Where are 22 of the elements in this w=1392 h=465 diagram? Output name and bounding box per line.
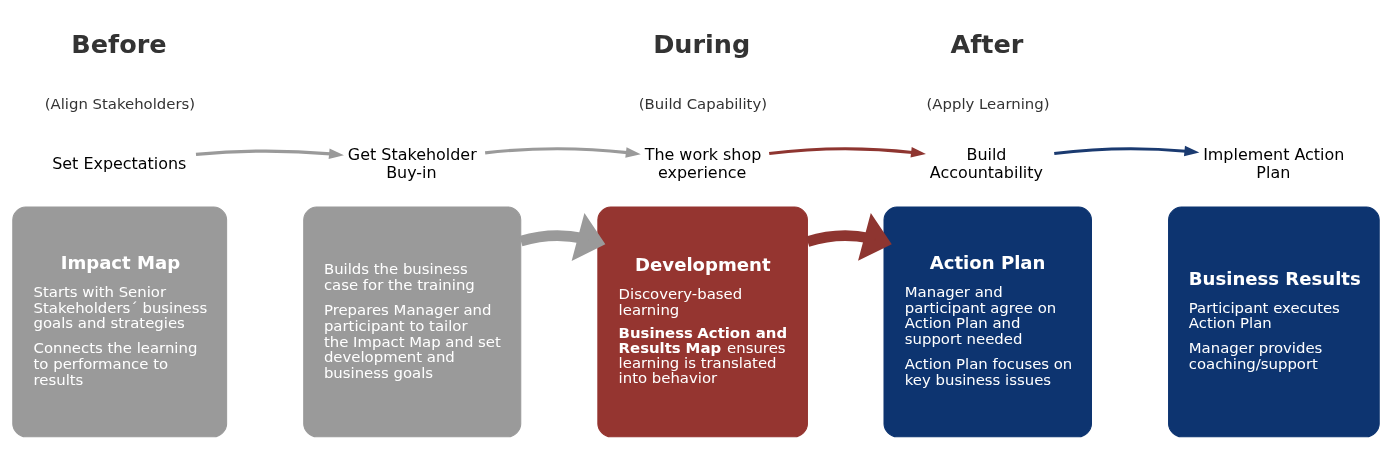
node-box: Builds the business case for the training Prepares Manager and participant to tailor the Impact Map and set development and business goals [303, 206, 522, 438]
label: After [950, 28, 1024, 59]
node-box: Business Results Participant executes Action Plan Manager provides coaching/support [1168, 206, 1380, 438]
node-text: Set Expectations [52, 154, 187, 174]
label: (Build Capability) [638, 94, 768, 113]
node-box: Development Discovery-based learning Business Action and Results Map ensures learning is translated into behavior [597, 206, 808, 438]
node-box: Impact Map Starts with Senior Stakeholders´ business goals and strategies Connects the learning to performance to results [12, 206, 228, 438]
arrow [1054, 145, 1200, 157]
label: Before [71, 28, 167, 59]
arrow [195, 148, 344, 159]
arrow [769, 147, 926, 158]
node-text: Build Accountability [929, 145, 1043, 183]
arrow [806, 212, 892, 261]
label: During [653, 28, 751, 59]
label: (Align Stakeholders) [44, 94, 196, 113]
label: (Apply Learning) [926, 94, 1050, 113]
node-text: Get Stakeholder Buy-in [347, 145, 477, 183]
node-box: Action Plan Manager and participant agree on Action Plan and support needed Action Plan focuses on key business issues [883, 206, 1092, 438]
arrow [484, 147, 641, 158]
node-text: Implement Action Plan [1203, 145, 1345, 183]
arrow [519, 213, 606, 261]
node-text: The work shop experience [644, 145, 762, 183]
